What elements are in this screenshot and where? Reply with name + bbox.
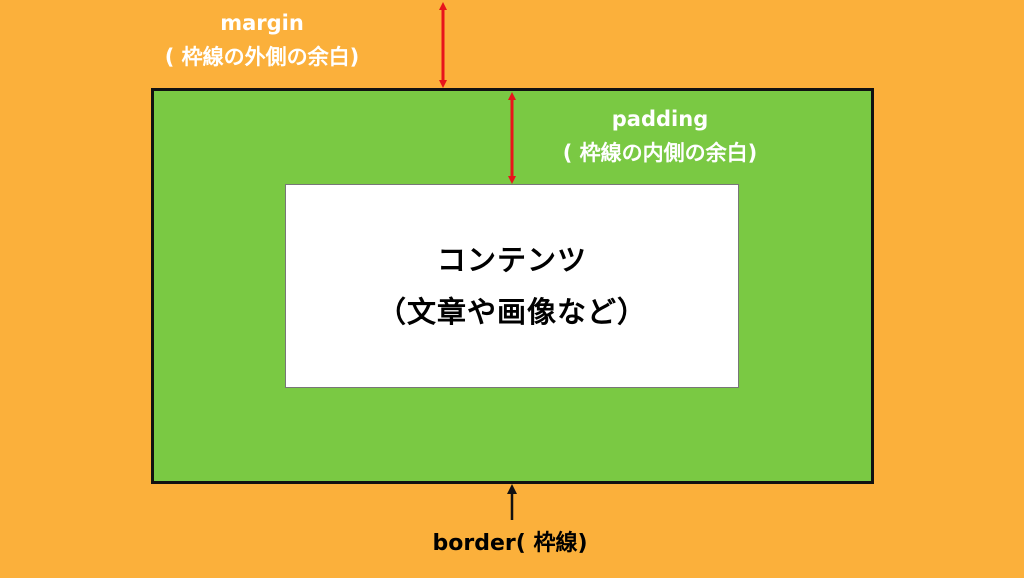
margin-description: ( 枠線の外側の余白): [164, 45, 360, 69]
content-subtitle: （文章や画像など）: [376, 295, 647, 329]
margin-title: margin: [220, 11, 304, 35]
content-title: コンテンツ: [436, 243, 587, 277]
padding-title: padding: [611, 107, 709, 131]
border-label: border( 枠線): [432, 531, 588, 556]
content-area: コンテンツ （文章や画像など）: [285, 184, 739, 388]
padding-label: padding ( 枠線の内側の余白): [563, 102, 758, 170]
margin-label: margin ( 枠線の外側の余白): [165, 6, 360, 74]
padding-description: ( 枠線の内側の余白): [562, 141, 758, 165]
